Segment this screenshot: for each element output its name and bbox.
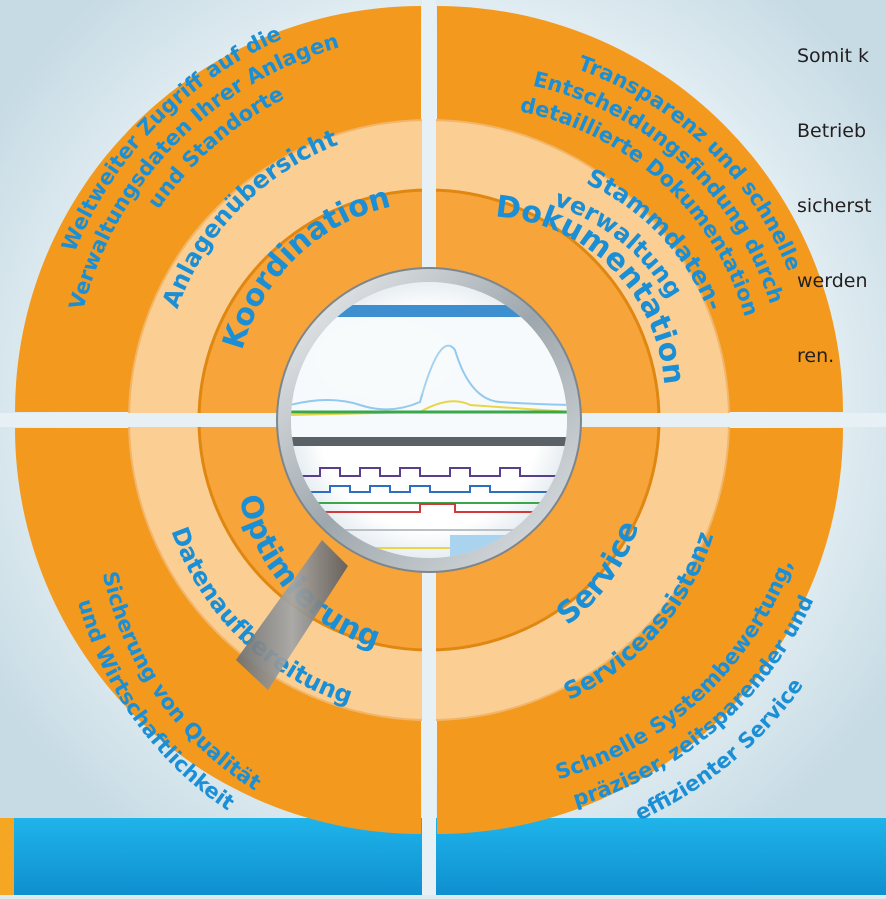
lens-step-purple: [291, 467, 567, 477]
lens-trace-blue: [291, 344, 567, 411]
lens-step-red: [291, 503, 567, 513]
corner-line-2: Betrieb: [797, 120, 867, 142]
corner-line-5: ren.: [797, 345, 835, 367]
lens-time-axis: [291, 437, 567, 446]
lens-glare: [315, 320, 455, 400]
lens-toolbar: [291, 305, 567, 317]
bottom-band-left-edge: [0, 818, 14, 895]
lens-step-blue: [291, 485, 567, 493]
corner-line-4: werden: [797, 270, 868, 292]
lens-panel-top: [291, 317, 567, 437]
lens-trend-chart: [291, 305, 567, 558]
magnifier-handle: [236, 540, 348, 690]
corner-paragraph: Somit k Betrieb sicherst werden ren.: [797, 0, 886, 419]
corner-line-1: Somit k: [797, 45, 869, 67]
corner-line-3: sicherst: [797, 195, 872, 217]
magnifying-glass-icon: [236, 267, 582, 690]
